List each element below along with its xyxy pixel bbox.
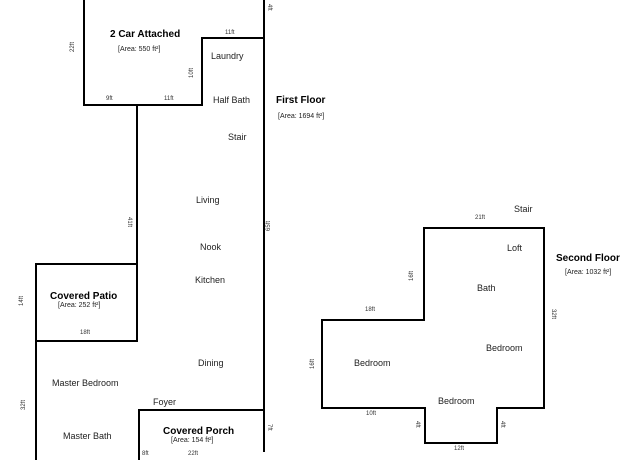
dim-second-bottom-left: 10ft (366, 411, 377, 417)
room-loft: Loft (507, 243, 523, 253)
garage-area: [Area: 550 ft²] (118, 46, 161, 53)
room-kitchen: Kitchen (195, 275, 226, 285)
porch-title: Covered Porch (163, 426, 235, 437)
room-bedroom-left: Bedroom (354, 358, 391, 368)
dim-second-top: 21ft (475, 215, 486, 221)
room-bedroom-right: Bedroom (486, 343, 523, 353)
dim-porch-left: 8ft (142, 451, 149, 457)
dim-main-left: 41ft (126, 217, 132, 228)
garage-outline (83, 0, 265, 106)
dim-second-mid-top: 18ft (365, 307, 376, 313)
dim-second-notch-left: 4ft (414, 421, 420, 428)
room-stair: Stair (228, 132, 247, 142)
room-bedroom-bottom: Bedroom (438, 396, 475, 406)
dim-top-right: 4ft (266, 4, 272, 11)
dim-second-left-lower: 16ft (310, 358, 316, 369)
second-floor-title: Second Floor (556, 253, 620, 264)
dim-porch-right: 7ft (266, 424, 272, 431)
room-foyer: Foyer (153, 397, 177, 407)
dim-master-left: 32ft (21, 399, 27, 410)
room-second-bath: Bath (477, 283, 496, 293)
dim-garage-bottom-a: 9ft (106, 96, 113, 102)
room-dining: Dining (198, 358, 224, 368)
dim-second-left-upper: 16ft (409, 270, 415, 281)
second-floor-outline (321, 227, 545, 444)
first-floor-area: [Area: 1694 ft²] (278, 113, 325, 120)
room-nook: Nook (200, 242, 222, 252)
room-second-stair: Stair (514, 204, 533, 214)
dim-garage-bottom-b: 11ft (164, 96, 174, 102)
patio-outline (36, 264, 138, 342)
dim-second-right: 32ft (550, 309, 556, 320)
room-half-bath: Half Bath (213, 95, 251, 105)
second-floor-area: [Area: 1032 ft²] (565, 269, 612, 276)
first-floor-title: First Floor (276, 95, 326, 106)
dim-garage-inner: 10ft (189, 67, 195, 78)
dim-second-notch-right: 4ft (499, 421, 505, 428)
dim-porch-bottom: 22ft (188, 451, 199, 457)
dim-patio-bottom: 18ft (80, 330, 91, 336)
first-floor-outline (35, 105, 138, 460)
patio-area: [Area: 252 ft²] (58, 302, 101, 309)
dim-patio-left: 14ft (19, 295, 25, 306)
room-living: Living (196, 195, 220, 205)
patio-title: Covered Patio (50, 291, 118, 302)
garage-title: 2 Car Attached (110, 29, 181, 40)
dim-second-bottom-center: 12ft (454, 446, 465, 452)
dim-garage-top-right: 11ft (225, 30, 235, 36)
room-master-bedroom: Master Bedroom (52, 378, 119, 388)
porch-outline (138, 409, 265, 460)
porch-area: [Area: 154 ft²] (171, 437, 214, 444)
room-master-bath: Master Bath (63, 431, 112, 441)
dim-garage-left: 22ft (70, 41, 76, 52)
dim-main-right: 65ft (266, 220, 272, 231)
room-laundry: Laundry (211, 51, 244, 61)
